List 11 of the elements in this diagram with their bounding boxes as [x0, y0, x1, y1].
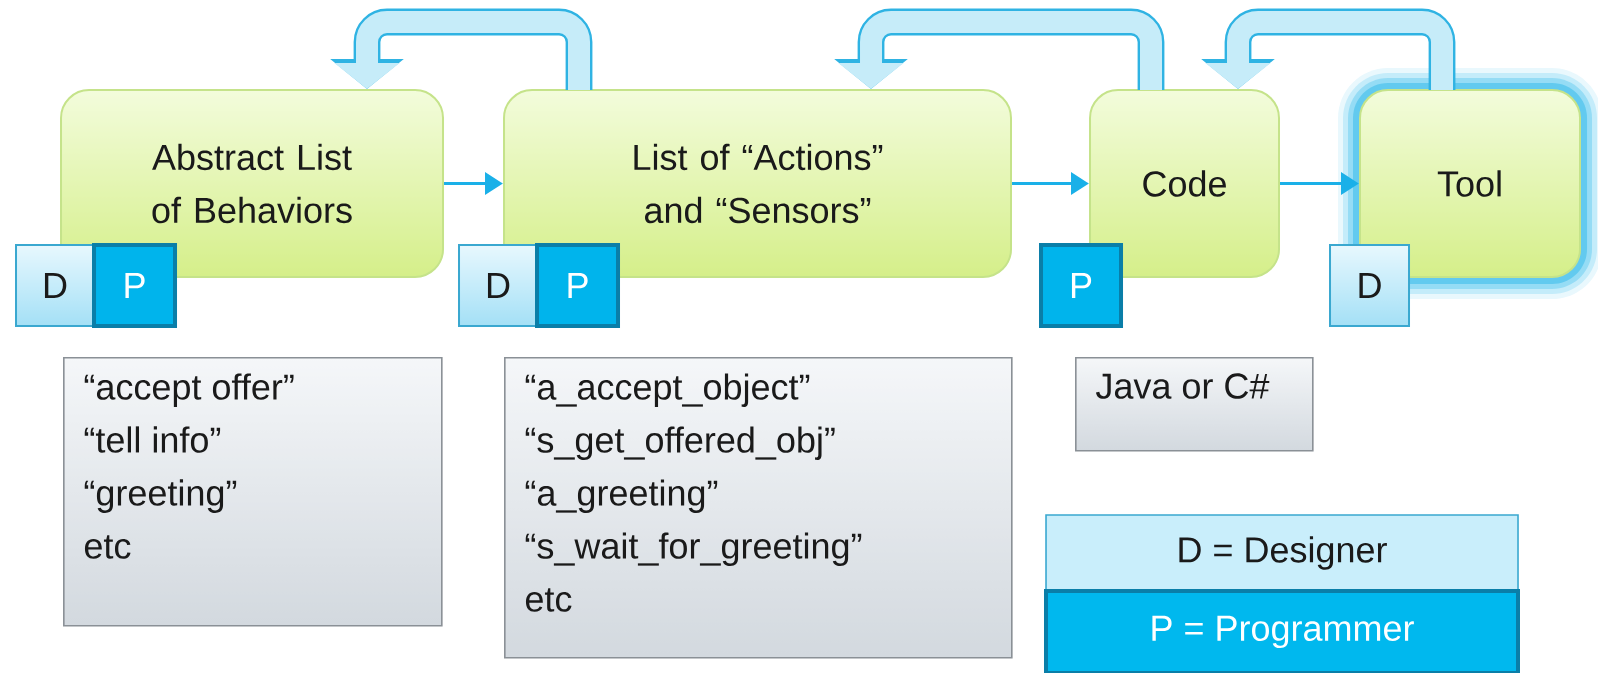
- example-list-box: “accept offer” “tell info” “greeting” etc: [63, 357, 443, 627]
- programmer-badge: P: [1039, 243, 1123, 328]
- designer-badge: D: [458, 244, 538, 327]
- legend-item: D = Designer: [1045, 514, 1519, 592]
- example-list-box: “a_accept_object” “s_get_offered_obj” “a_greeting” “s_wait_for_greeting” etc: [504, 357, 1013, 659]
- designer-badge: D: [15, 244, 95, 327]
- programmer-badge: P: [535, 243, 620, 328]
- legend-item: P = Programmer: [1044, 589, 1520, 673]
- example-list-box: Java or C#: [1075, 357, 1314, 452]
- programmer-badge: P: [92, 243, 177, 328]
- designer-badge: D: [1329, 244, 1410, 327]
